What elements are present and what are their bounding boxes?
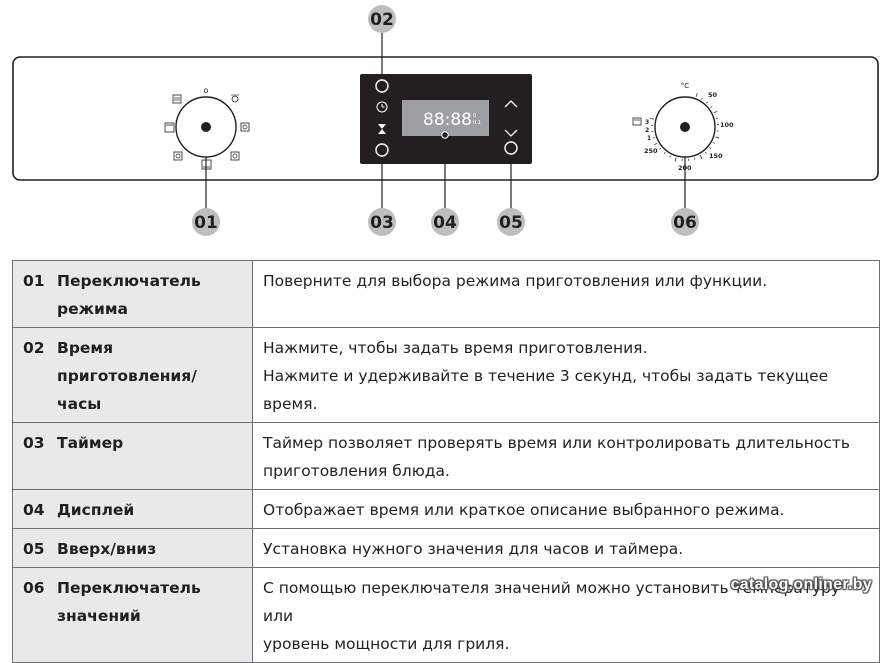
- temperature-label-200: 200: [678, 164, 692, 172]
- control-number: 06: [23, 574, 57, 602]
- temperature-label-100: 100: [720, 121, 734, 129]
- grill-level-1: 1: [647, 135, 651, 142]
- display-digits: 88:88: [423, 110, 472, 130]
- display-indicator-bottom: 0.1: [473, 120, 481, 126]
- temperature-label-250: 250: [644, 147, 658, 155]
- control-number: 04: [23, 496, 57, 524]
- control-name: Таймер: [57, 429, 235, 457]
- control-description-cell: Установка нужного значения для часов и т…: [253, 529, 880, 568]
- temperature-unit-label: °C: [681, 82, 690, 90]
- control-description-cell: Отображает время или краткое описание вы…: [253, 490, 880, 529]
- display-module: 88:88 0 0.1: [360, 74, 532, 164]
- mode-dial-center-dot: [201, 122, 211, 132]
- svg-text:02: 02: [370, 10, 394, 30]
- svg-text:05: 05: [499, 213, 523, 233]
- callout-01: 01: [192, 208, 220, 236]
- svg-text:01: 01: [194, 213, 218, 233]
- callout-06: 06: [671, 208, 699, 236]
- control-name: Вверх/вниз: [57, 535, 235, 563]
- svg-text:04: 04: [433, 213, 457, 233]
- svg-text:03: 03: [370, 213, 394, 233]
- callout-04: 04: [431, 208, 459, 236]
- watermark: catalog.onliner.by: [731, 576, 872, 594]
- control-description-cell: Поверните для выбора режима приготовлени…: [253, 261, 880, 328]
- mode-dial-off-label: o: [204, 86, 209, 95]
- control-number: 01: [23, 267, 57, 295]
- control-number: 05: [23, 535, 57, 563]
- control-description-cell: Таймер позволяет проверять время или кон…: [253, 423, 880, 490]
- temperature-dial-center-dot: [680, 122, 690, 132]
- svg-text:06: 06: [673, 213, 697, 233]
- control-number: 02: [23, 334, 57, 362]
- grill-level-3: 3: [645, 119, 649, 126]
- display-indicator-top: 0: [473, 113, 476, 119]
- control-panel-diagram: 02 01 03 04 05 06 o: [0, 0, 892, 250]
- callout-05: 05: [497, 208, 525, 236]
- control-number: 03: [23, 429, 57, 457]
- control-description-cell: Нажмите, чтобы задать время приготовлени…: [253, 328, 880, 423]
- temperature-label-150: 150: [709, 152, 723, 160]
- callout-03: 03: [368, 208, 396, 236]
- callout-02: 02: [368, 5, 396, 33]
- control-name: Дисплей: [57, 496, 235, 524]
- temperature-label-50: 50: [708, 91, 718, 99]
- grill-level-2: 2: [645, 127, 649, 134]
- display-pointer-dot: [442, 132, 448, 138]
